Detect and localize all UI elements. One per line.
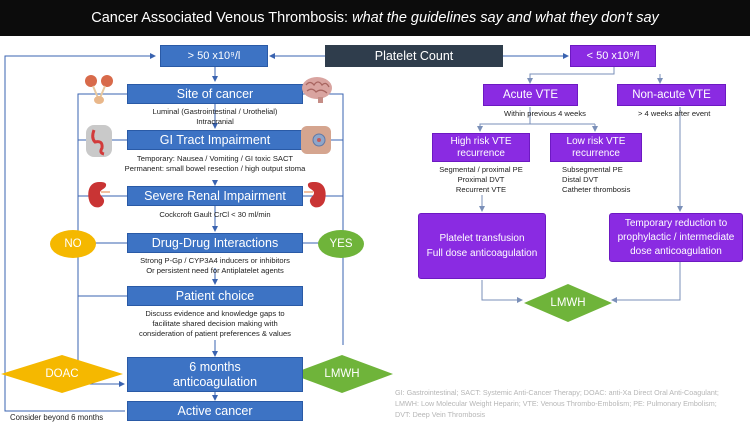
low-risk-box: Low risk VTE recurrence — [550, 133, 642, 162]
site-of-cancer-label: Site of cancer — [176, 87, 254, 101]
nonacute-vte-label: Non-acute VTE — [632, 89, 711, 101]
low-risk-notes: Subsegmental PE Distal DVT Catheter thro… — [562, 165, 672, 195]
above-threshold-label: > 50 x10⁹/l — [187, 50, 241, 62]
lmwh-right-label: LMWH — [550, 297, 586, 309]
high-risk-line-1: High risk VTE — [450, 136, 512, 147]
six-months-line-1: 6 months — [189, 359, 241, 374]
consider-note: Consider beyond 6 months — [10, 413, 104, 422]
gi-tract-box: GI Tract Impairment — [127, 130, 303, 150]
reduction-line-3: dose anticoagulation — [630, 245, 722, 257]
reduction-box: Temporary reduction to prophylactic / in… — [609, 213, 743, 262]
reduction-line-2: prophylactic / intermediate — [617, 231, 735, 243]
choice-note-2: facilitate shared decision making with — [152, 318, 278, 328]
gi-notes: Temporary: Nausea / Vomiting / GI toxic … — [95, 154, 335, 174]
active-cancer-label: Active cancer — [177, 404, 253, 418]
site-note-2: Intracranial — [196, 116, 234, 126]
below-threshold-label: < 50 x10⁹/l — [586, 50, 640, 62]
acute-vte-label: Acute VTE — [503, 89, 558, 101]
lmwh-diamond-left — [291, 355, 393, 393]
lmwh-right-text: LMWH — [536, 293, 600, 313]
doac-diamond — [1, 355, 123, 393]
transfusion-line-2: Full dose anticoagulation — [426, 248, 538, 259]
site-note-1: Luminal (Gastrointestinal / Urothelial) — [152, 107, 278, 116]
renal-label: Severe Renal Impairment — [144, 189, 286, 203]
renal-note-1: Cockcroft Gault CrCl < 30 ml/min — [159, 210, 271, 219]
active-cancer-box: Active cancer — [127, 401, 303, 421]
kidney-icon-right — [304, 182, 326, 208]
reduction-line-1: Temporary reduction to — [624, 217, 728, 229]
within-note: Within previous 4 weeks — [504, 109, 586, 118]
ddi-label: Drug-Drug Interactions — [151, 236, 279, 250]
high-note-2: Proximal DVT — [457, 174, 505, 184]
patient-choice-label: Patient choice — [175, 289, 255, 303]
ddi-note-1: Strong P-Gp / CYP3A4 inducers or inhibit… — [140, 256, 290, 265]
torso-gi-icon — [86, 125, 112, 157]
doac-text: DOAC — [30, 364, 94, 384]
abbreviations-footnote: GI: Gastrointestinal; SACT: Systemic Ant… — [395, 387, 747, 420]
footnote-line-1: GI: Gastrointestinal; SACT: Systemic Ant… — [395, 388, 719, 397]
ddi-box: Drug-Drug Interactions — [127, 233, 303, 253]
yes-label: YES — [329, 238, 353, 250]
low-note-1: Subsegmental PE — [562, 165, 623, 174]
kidney-urinary-icon — [85, 75, 113, 104]
high-risk-box: High risk VTE recurrence — [432, 133, 530, 162]
site-notes: Luminal (Gastrointestinal / Urothelial) … — [110, 107, 320, 127]
six-months-box: 6 months anticoagulation — [127, 357, 303, 392]
footnote-line-3: DVT: Deep Vein Thrombosis — [395, 410, 486, 420]
high-note-3: Recurrent VTE — [455, 184, 507, 194]
no-label: NO — [64, 238, 82, 250]
yes-oval: YES — [318, 230, 364, 258]
choice-notes: Discuss evidence and knowledge gaps to f… — [105, 309, 325, 339]
title-main: Cancer Associated Venous Thrombosis: — [91, 10, 349, 26]
choice-note-3: consideration of patient preferences & v… — [139, 328, 291, 338]
lmwh-diamond-right — [524, 284, 612, 322]
after-note: > 4 weeks after event — [638, 109, 711, 118]
patient-choice-box: Patient choice — [127, 286, 303, 306]
no-oval: NO — [50, 230, 96, 258]
above-threshold-box: > 50 x10⁹/l — [160, 45, 268, 67]
low-note-2: Distal DVT — [562, 174, 599, 184]
brain-icon — [302, 77, 332, 103]
doac-label: DOAC — [45, 368, 79, 380]
transfusion-box: Platelet transfusion Full dose anticoagu… — [418, 213, 546, 279]
gi-tract-label: GI Tract Impairment — [159, 133, 271, 147]
ddi-note-2: Or persistent need for Antiplatelet agen… — [146, 265, 284, 275]
high-risk-line-2: recurrence — [457, 147, 505, 159]
gi-note-2: Permanent: small bowel resection / high … — [124, 163, 306, 173]
lmwh-left-label: LMWH — [324, 368, 360, 380]
gi-note-1: Temporary: Nausea / Vomiting / GI toxic … — [136, 154, 294, 163]
title-bar: Cancer Associated Venous Thrombosis: wha… — [0, 0, 750, 36]
below-threshold-box: < 50 x10⁹/l — [570, 45, 656, 67]
renal-notes: Cockcroft Gault CrCl < 30 ml/min — [110, 210, 320, 220]
nonacute-vte-box: Non-acute VTE — [617, 84, 726, 106]
kidney-icon-left — [88, 182, 110, 208]
footnote-line-2: LMWH: Low Molecular Weight Heparin; VTE:… — [395, 399, 717, 409]
title-italic: what the guidelines say and what they do… — [352, 10, 659, 26]
low-risk-line-1: Low risk VTE — [566, 136, 626, 147]
ddi-notes: Strong P-Gp / CYP3A4 inducers or inhibit… — [105, 256, 325, 276]
high-risk-notes: Segmental / proximal PE Proximal DVT Rec… — [410, 165, 552, 195]
choice-note-1: Discuss evidence and knowledge gaps to — [145, 309, 285, 318]
abdomen-stoma-icon — [301, 126, 331, 154]
transfusion-line-1: Platelet transfusion — [439, 233, 525, 244]
platelet-count-label: Platelet Count — [374, 49, 454, 63]
renal-box: Severe Renal Impairment — [127, 186, 303, 206]
lmwh-left-text: LMWH — [310, 364, 374, 384]
platelet-count-box: Platelet Count — [325, 45, 503, 67]
site-of-cancer-box: Site of cancer — [127, 84, 303, 104]
low-risk-line-2: recurrence — [572, 147, 620, 159]
high-note-1: Segmental / proximal PE — [439, 165, 523, 174]
low-note-3: Catheter thrombosis — [562, 184, 631, 194]
six-months-line-2: anticoagulation — [172, 374, 258, 389]
acute-vte-box: Acute VTE — [483, 84, 578, 106]
